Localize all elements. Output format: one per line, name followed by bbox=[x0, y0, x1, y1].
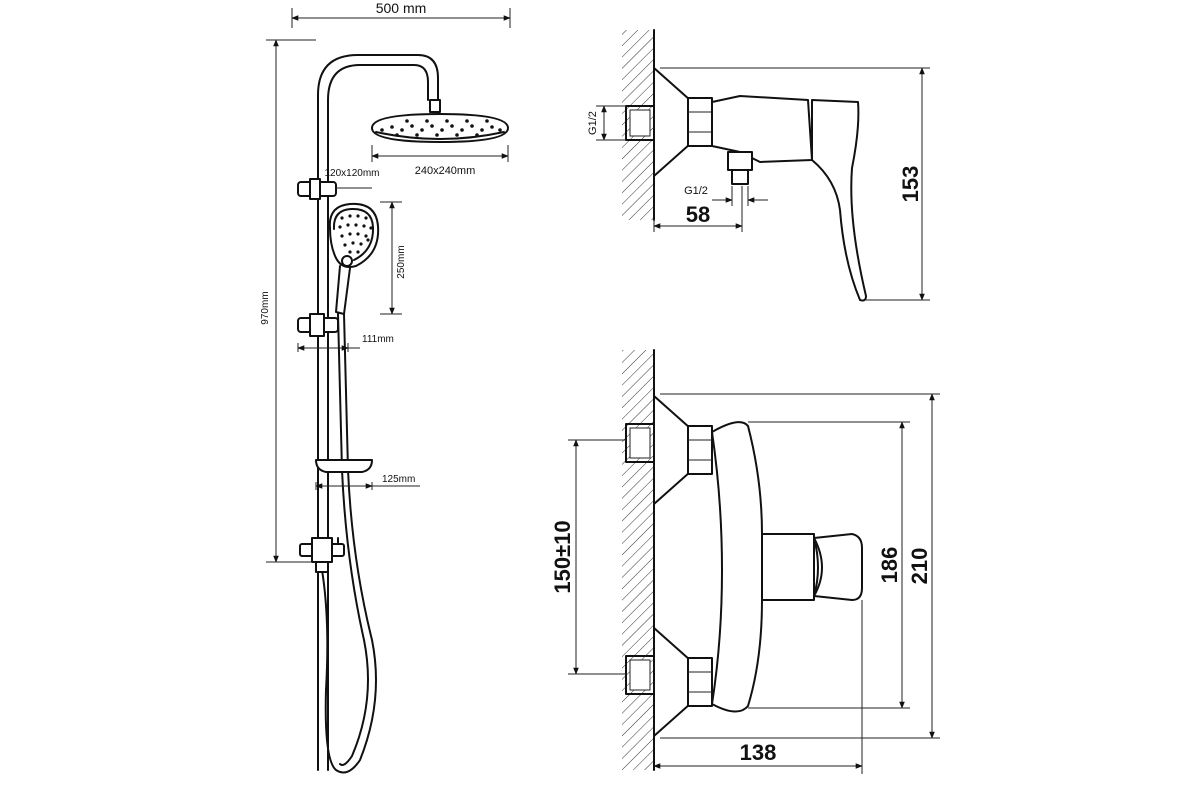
mixer-front-view: 150±10 186 210 138 bbox=[550, 349, 940, 774]
handshower-length-label: 250mm bbox=[396, 245, 407, 278]
centers-label: 150±10 bbox=[550, 520, 575, 593]
dimension-width: 500 mm bbox=[291, 0, 511, 28]
total-height-label: 970mm bbox=[260, 291, 271, 324]
hand-shower bbox=[328, 202, 380, 315]
dimension-handshower: 250mm bbox=[380, 201, 407, 315]
upper-holder: 120x120mm bbox=[297, 168, 380, 200]
inlet-thread-label: G1/2 bbox=[587, 111, 599, 135]
slider-holder: 111mm bbox=[297, 313, 394, 352]
dimension-total-height: 970mm bbox=[260, 39, 316, 563]
inner-height-label: 186 bbox=[877, 547, 902, 584]
mixer-side-view: G1/2 G1/2 58 153 bbox=[587, 29, 930, 302]
dimension-head-size-label: 240x240mm bbox=[415, 165, 476, 177]
side-height-label: 153 bbox=[898, 166, 923, 203]
outer-height-label: 210 bbox=[907, 548, 932, 585]
dimension-head-size: 240x240mm bbox=[371, 145, 509, 177]
holder-size-label: 120x120mm bbox=[324, 168, 379, 179]
dimension-width-label: 500 mm bbox=[376, 0, 427, 16]
soap-dish: 125mm bbox=[315, 459, 420, 490]
diverter bbox=[299, 537, 345, 573]
projection-label: 138 bbox=[740, 740, 777, 765]
rain-shower-head bbox=[371, 113, 509, 143]
slider-offset-label: 111mm bbox=[362, 334, 394, 345]
shower-hose bbox=[321, 313, 377, 774]
shower-set-drawing: 500 mm 240x240mm 120x120mm bbox=[260, 0, 511, 774]
outlet-thread-label: G1/2 bbox=[684, 185, 708, 197]
soap-dish-label: 125mm bbox=[382, 474, 415, 485]
depth-label: 58 bbox=[686, 202, 710, 227]
